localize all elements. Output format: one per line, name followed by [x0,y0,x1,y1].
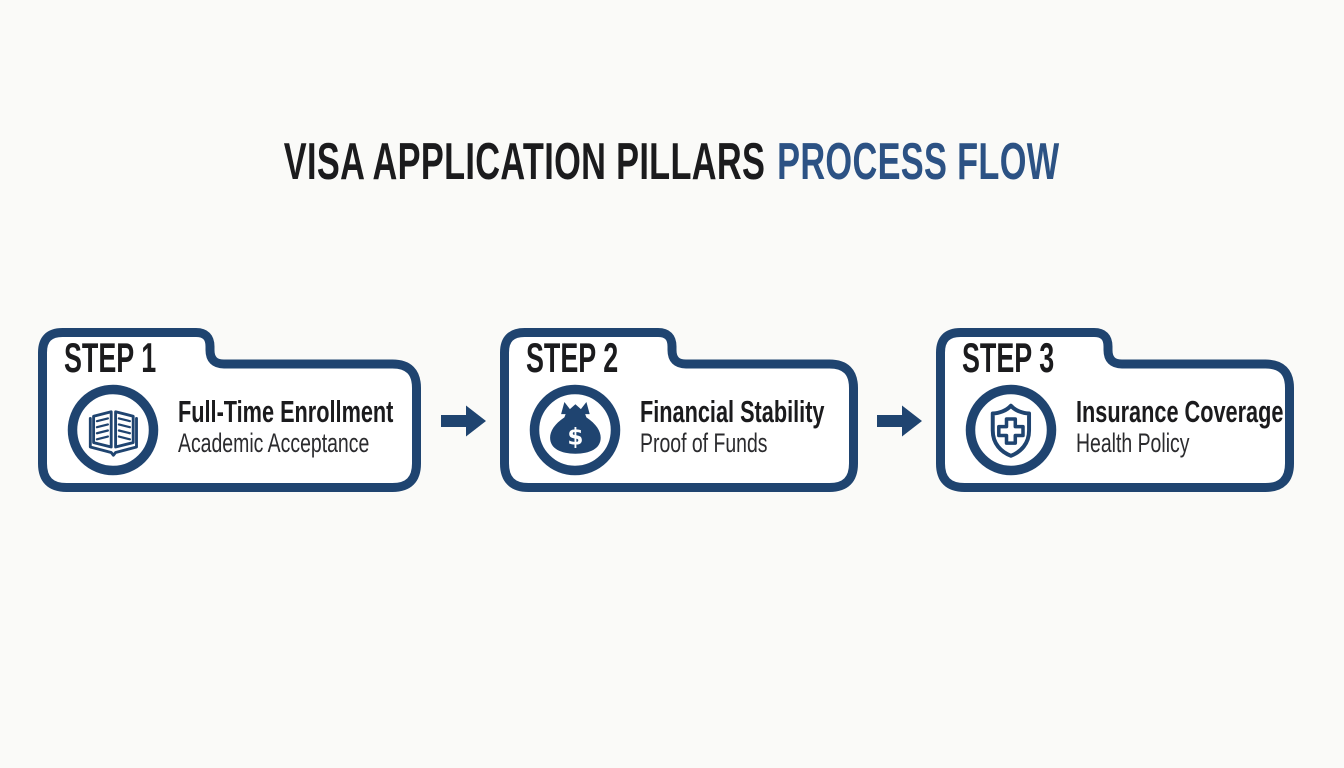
step-tab-label: STEP 3 [962,334,1055,381]
step-subtitle: Health Policy [1076,428,1190,458]
page-title-accent: PROCESS FLOW [777,133,1060,191]
step-title: Full-Time Enrollment [178,394,394,429]
step-tab-label: STEP 2 [526,334,619,381]
step-card-1: STEP 1 Full-Time Enr [38,328,421,492]
arrow-right-icon [877,405,922,437]
step-title: Insurance Coverage [1076,394,1284,429]
step-tab-label: STEP 1 [64,334,157,381]
step-title: Financial Stability [640,394,825,429]
arrow-right-icon [441,405,486,437]
page-title-main: VISA APPLICATION PILLARS [284,133,766,191]
open-book-icon [65,382,161,478]
money-bag-icon: $ [527,382,623,478]
shield-cross-icon [963,382,1059,478]
page-title: VISA APPLICATION PILLARS PROCESS FLOW [0,134,1344,190]
dollar-sign: $ [567,424,583,450]
step-card-3: STEP 3 Insurance Coverage Health Policy [936,328,1294,492]
step-subtitle: Academic Acceptance [178,428,370,458]
step-subtitle: Proof of Funds [640,428,768,458]
step-card-2: STEP 2 $ Financial Stability Proof of Fu… [500,328,858,492]
